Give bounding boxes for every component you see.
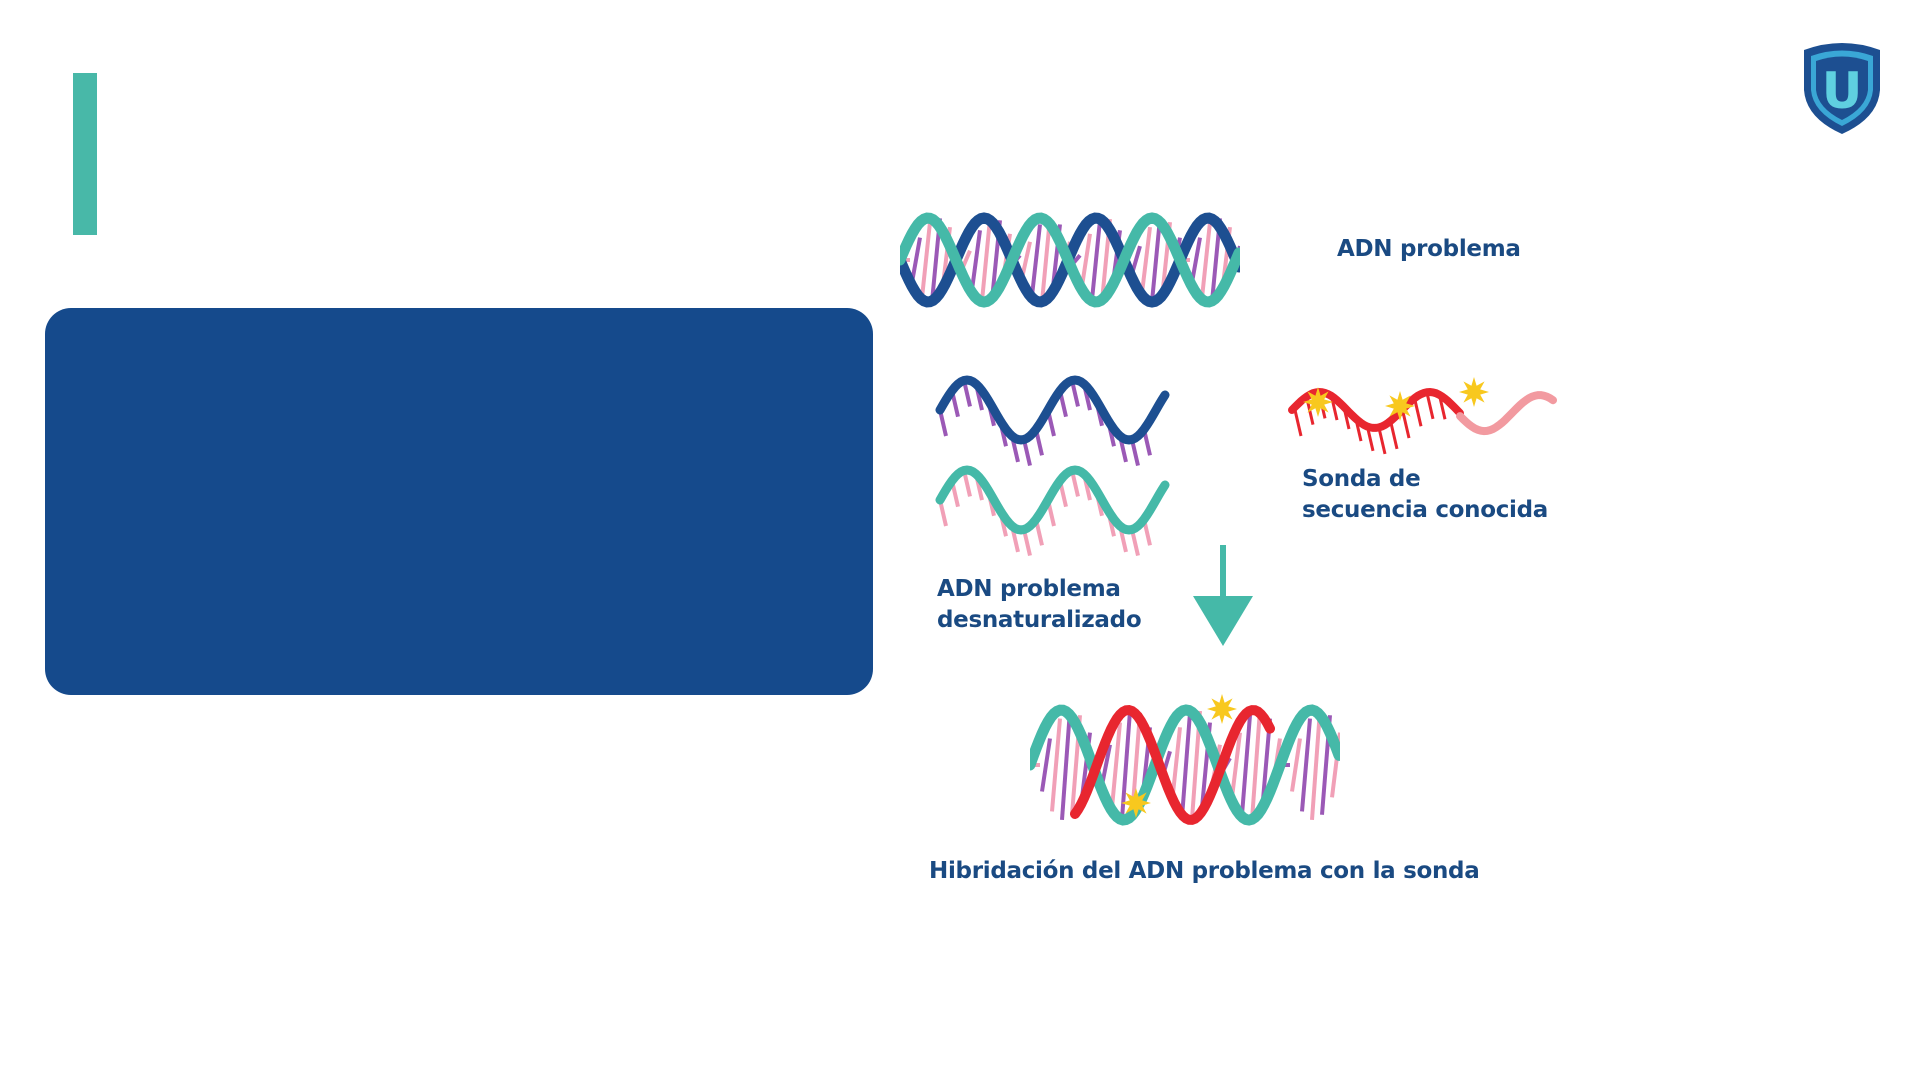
base-pair: [910, 237, 922, 283]
base: [1389, 422, 1399, 450]
denatured-label-line1: ADN problema: [937, 576, 1121, 602]
base-pair: [1140, 226, 1152, 294]
denatured-strand-dark: [935, 375, 1170, 466]
base: [1377, 427, 1387, 455]
content-panel: [45, 308, 873, 695]
probe-strand: [1288, 377, 1557, 455]
fluorescent-marker-icon: [1121, 788, 1151, 818]
base-pair: [1120, 710, 1132, 820]
base-pair: [1290, 738, 1302, 792]
base: [1293, 409, 1303, 437]
base-pair: [1150, 218, 1162, 302]
probe-label-line2: secuencia conocida: [1302, 497, 1549, 523]
dna-double-helix: [900, 212, 1240, 308]
denatured-label-line2: desnaturalizado: [937, 607, 1142, 633]
base-pair: [1180, 712, 1192, 818]
svg-text:U: U: [1822, 62, 1863, 120]
base-pair: [920, 221, 932, 299]
denatured-dna-label: ADN problema desnaturalizado: [937, 574, 1142, 636]
base-pair: [1100, 744, 1112, 786]
base-pair: [1020, 241, 1032, 279]
base-pair: [1030, 224, 1042, 296]
base-pair: [1250, 709, 1262, 821]
base-pair: [1300, 718, 1312, 812]
base: [1413, 399, 1423, 427]
fluorescent-marker-icon: [1303, 387, 1333, 417]
base-pair: [1040, 738, 1052, 792]
fluorescent-marker-icon: [1385, 391, 1415, 421]
probe-label: Sonda de secuencia conocida: [1302, 464, 1548, 526]
base-pair: [970, 230, 982, 290]
base-pair: [1310, 709, 1322, 821]
base-pair: [1110, 722, 1122, 808]
base-pair: [980, 218, 992, 302]
base-pair: [1080, 233, 1092, 287]
base-pair: [1090, 220, 1102, 300]
base-pair: [1060, 709, 1072, 821]
fluorescent-marker-icon: [1207, 694, 1237, 724]
base-pair: [1200, 221, 1212, 299]
base-pair: [1240, 715, 1252, 815]
hybridization-label: Hibridación del ADN problema con la sond…: [929, 858, 1480, 884]
base: [1401, 411, 1411, 439]
arrow-down-icon: [1193, 545, 1253, 646]
base: [1425, 392, 1435, 420]
denatured-strand-teal: [935, 465, 1170, 556]
base-pair: [1050, 718, 1062, 812]
title-accent-bar: [73, 73, 97, 235]
hybridized-helix: [1030, 694, 1340, 826]
shield-u-logo-icon: U: [1804, 43, 1880, 134]
base-pair: [1230, 732, 1242, 798]
base-pair: [1190, 237, 1202, 283]
probe-label-line1: Sonda de: [1302, 466, 1421, 492]
fluorescent-marker-icon: [1459, 377, 1489, 407]
problem-dna-label: ADN problema: [1337, 236, 1521, 262]
